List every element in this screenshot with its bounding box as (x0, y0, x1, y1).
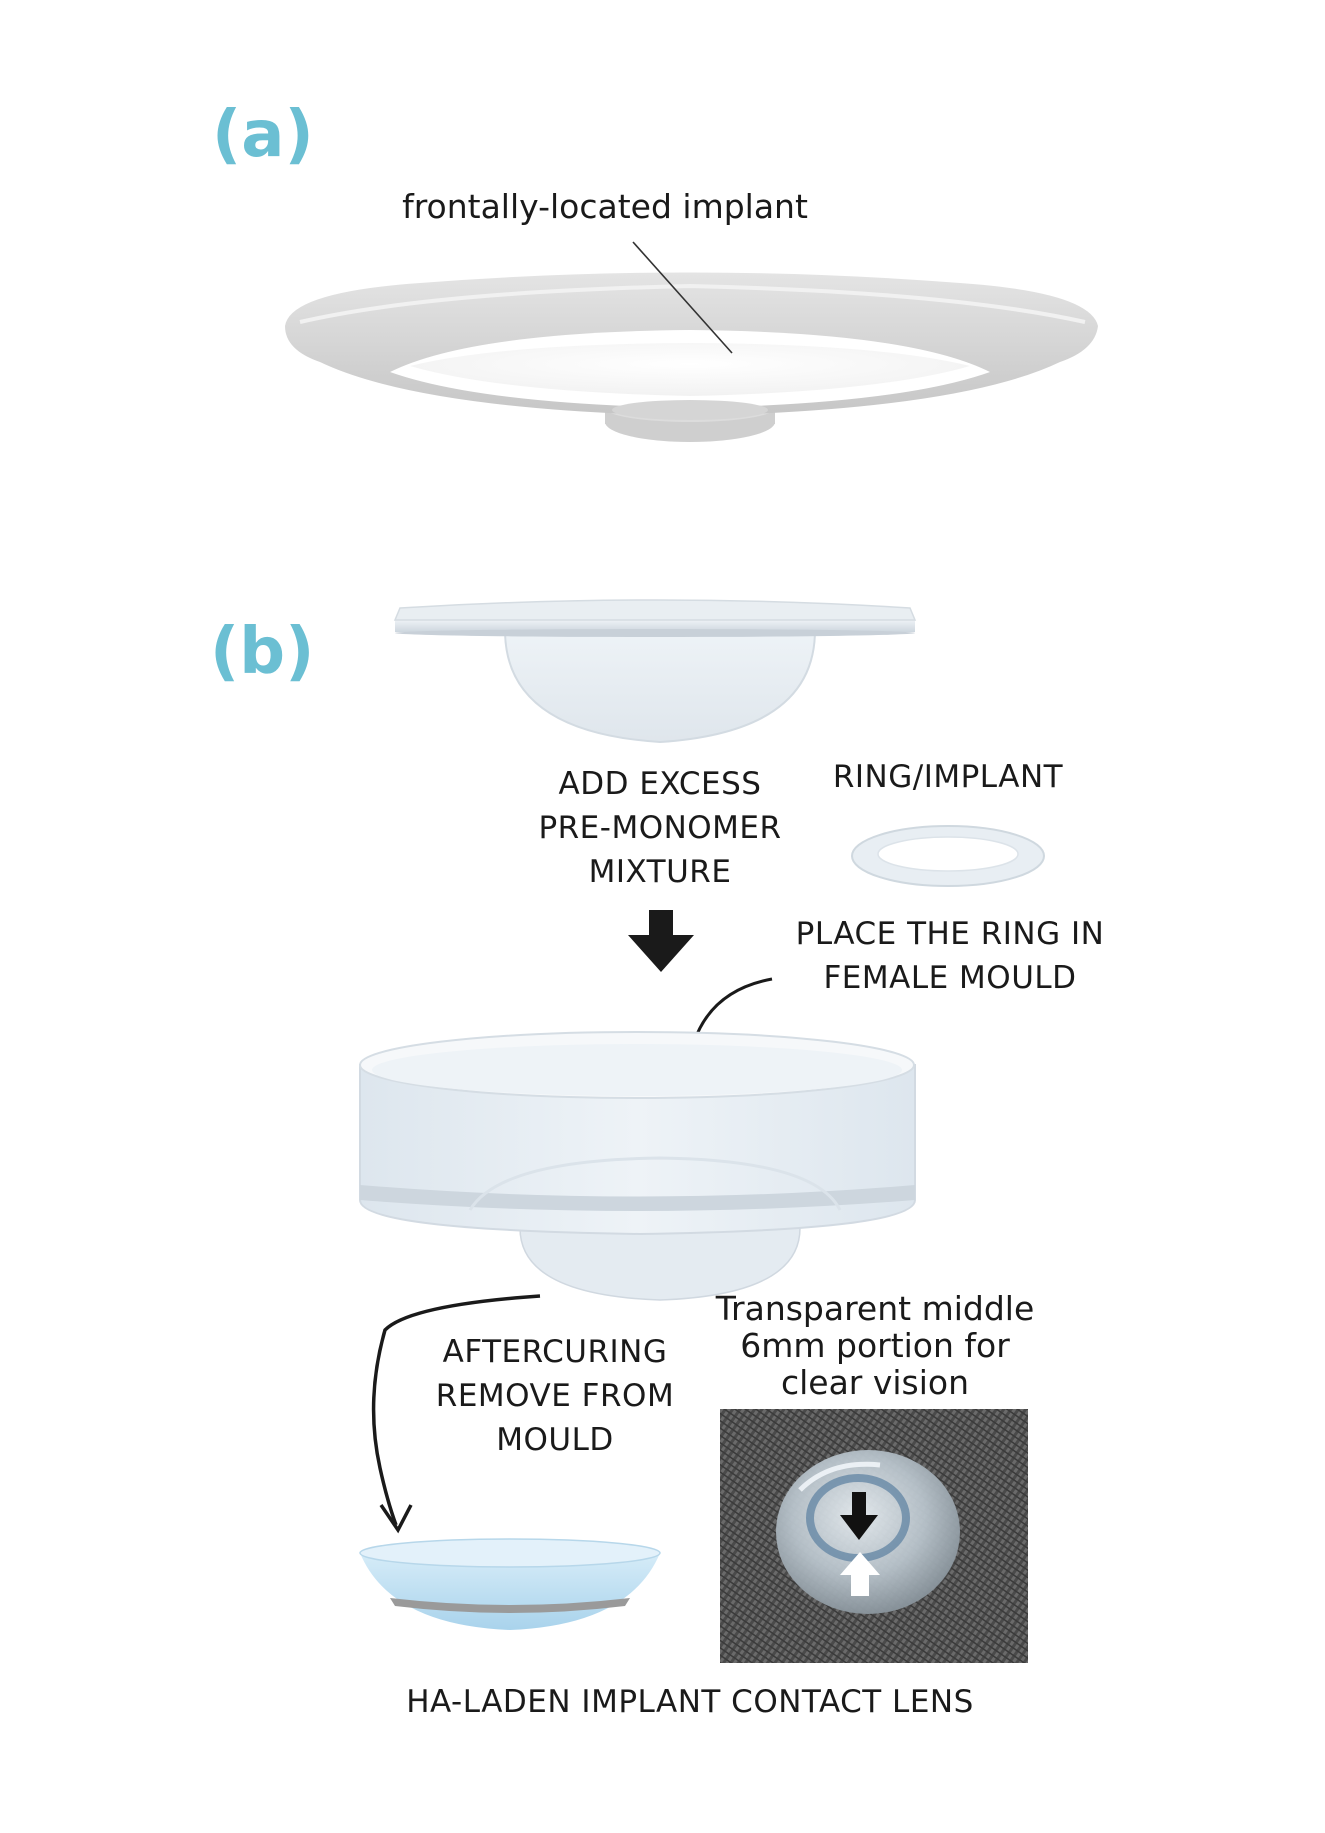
contact-lens-illustration (359, 1538, 661, 1630)
lens-photo (720, 1409, 1028, 1663)
panel-label-a: (a) (212, 98, 314, 172)
label-frontal-implant: frontally-located implant (402, 187, 808, 226)
label-add-excess: ADD EXCESS PRE-MONOMER MIXTURE (538, 766, 782, 890)
label-final-lens: HA-LADEN IMPLANT CONTACT LENS (406, 1684, 974, 1720)
female-mould-illustration (359, 1031, 916, 1301)
leader-line (632, 241, 733, 354)
label-place-ring: PLACE THE RING IN FEMALE MOULD (795, 916, 1105, 996)
implant-ring-illustration (285, 241, 1098, 442)
male-mould-illustration (393, 599, 917, 744)
panel-label-b: (b) (210, 615, 315, 689)
black-arrow-icon (840, 1492, 878, 1540)
ring-implant-illustration (851, 825, 1045, 887)
curved-arrow-aftercuring (371, 1294, 541, 1534)
down-arrow-icon (628, 910, 694, 972)
white-arrow-icon (840, 1552, 880, 1596)
label-aftercuring: AFTERCURING REMOVE FROM MOULD (435, 1334, 675, 1458)
label-transparent-middle: Transparent middle 6mm portion for clear… (715, 1289, 1035, 1402)
label-ring-implant: RING/IMPLANT (832, 759, 1064, 795)
